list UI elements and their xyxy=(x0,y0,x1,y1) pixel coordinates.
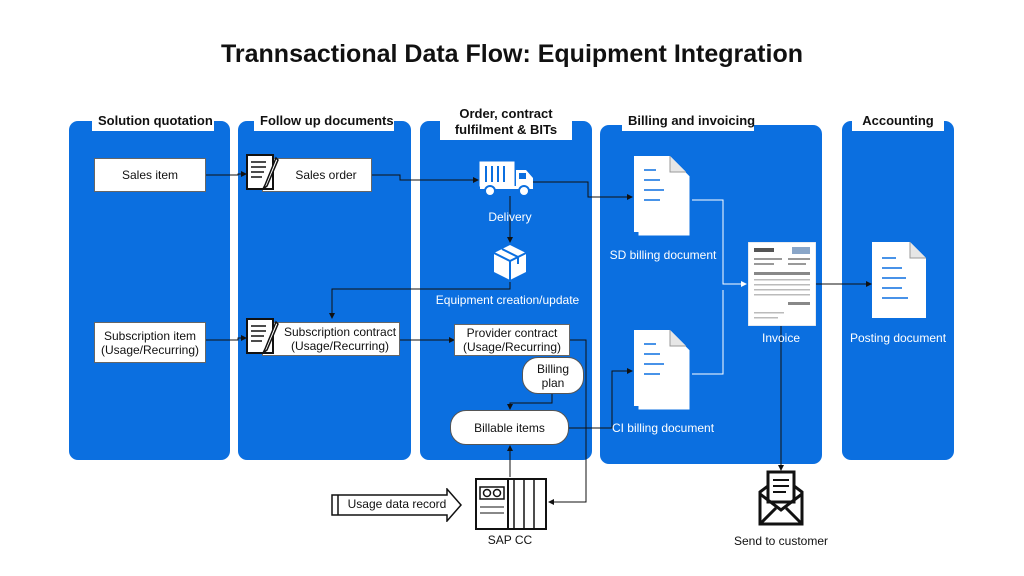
sales-item-box: Sales item xyxy=(94,158,206,192)
sales-order-box: Sales order xyxy=(262,158,372,192)
sd-billing-label: SD billing document xyxy=(609,248,717,262)
lane-header-billing: Billing and invoicing xyxy=(622,111,755,131)
truck-icon xyxy=(478,160,536,203)
lane-header-quotation: Solution quotation xyxy=(92,111,214,131)
page-title: Trannsactional Data Flow: Equipment Inte… xyxy=(221,40,803,68)
lane-header-order: Order, contract fulfilment & BITs xyxy=(440,104,572,140)
subscription-contract-box: Subscription contract (Usage/Recurring) xyxy=(262,322,400,356)
document-icon xyxy=(634,330,696,419)
server-icon xyxy=(474,477,550,536)
lane-header-accounting: Accounting xyxy=(852,111,944,131)
document-pen-icon xyxy=(246,152,280,197)
arrow-icon xyxy=(331,487,463,527)
ci-billing-label: CI billing document xyxy=(611,421,715,435)
delivery-label: Delivery xyxy=(488,210,532,224)
provider-contract-box: Provider contract (Usage/Recurring) xyxy=(454,324,570,356)
billable-items-pill: Billable items xyxy=(450,410,569,445)
usage-record-label: Usage data record xyxy=(347,497,447,511)
subscription-item-box: Subscription item (Usage/Recurring) xyxy=(94,322,206,363)
invoice-label: Invoice xyxy=(761,331,801,345)
lane-header-followup: Follow up documents xyxy=(254,111,394,131)
posting-label: Posting document xyxy=(849,331,947,345)
envelope-icon xyxy=(758,470,804,531)
document-icon xyxy=(872,242,928,325)
document-pen-icon xyxy=(246,316,280,361)
billing-plan-pill: Billing plan xyxy=(522,357,584,394)
box-icon xyxy=(490,242,530,287)
document-icon xyxy=(634,156,696,245)
equipment-label: Equipment creation/update xyxy=(435,293,580,307)
sap-cc-label: SAP CC xyxy=(487,533,533,547)
invoice-icon xyxy=(747,241,817,331)
send-label: Send to customer xyxy=(733,534,829,548)
